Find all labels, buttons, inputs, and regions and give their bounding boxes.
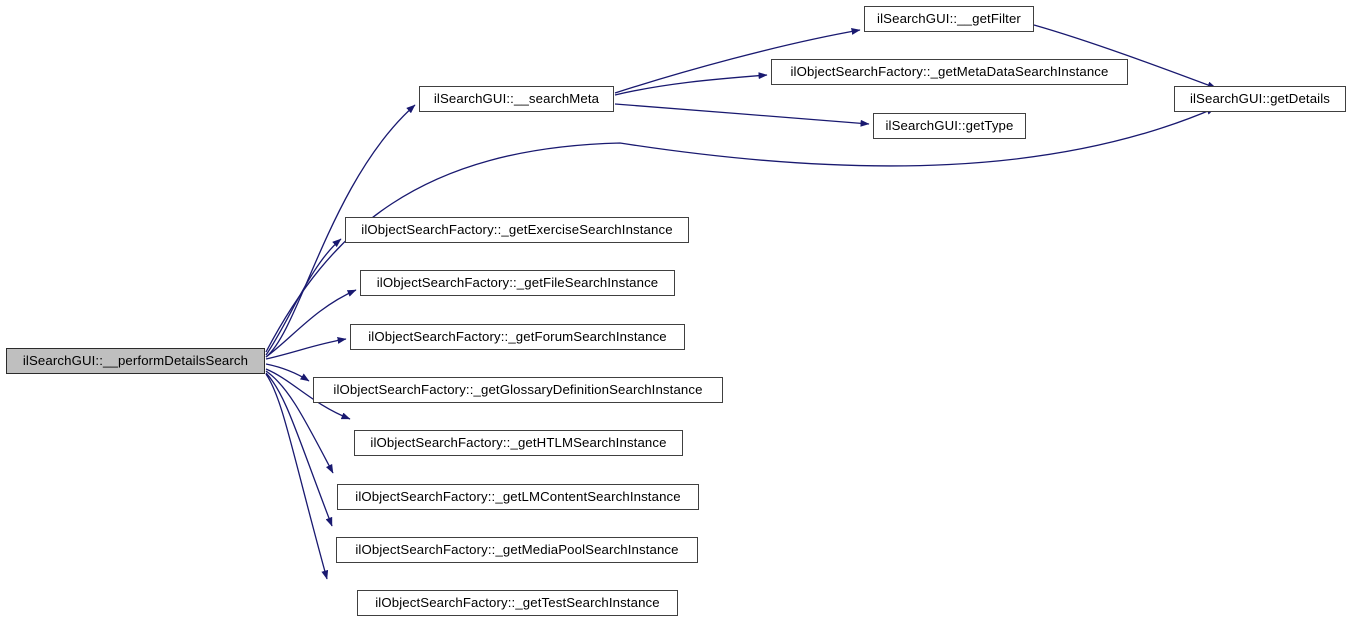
graph-node-label: ilSearchGUI::getType [885, 118, 1014, 134]
graph-node-getDetails[interactable]: ilSearchGUI::getDetails [1174, 86, 1346, 112]
graph-edge-searchMeta-to-metadata [614, 72, 768, 96]
graph-node-getGlossaryDefinitionSearchInstance[interactable]: ilObjectSearchFactory::_getGlossaryDefin… [313, 377, 723, 403]
graph-edge-searchMeta-to-getType [614, 103, 870, 127]
graph-node-label: ilObjectSearchFactory::_getMediaPoolSear… [355, 542, 679, 558]
graph-node-label: ilObjectSearchFactory::_getFileSearchIns… [376, 275, 659, 291]
graph-node-getType[interactable]: ilSearchGUI::getType [873, 113, 1026, 139]
graph-node-getLMContentSearchInstance[interactable]: ilObjectSearchFactory::_getLMContentSear… [337, 484, 699, 510]
graph-edge-root-to-file [265, 289, 357, 358]
graph-node-label: ilSearchGUI::__performDetailsSearch [22, 353, 249, 369]
graph-node-root[interactable]: ilSearchGUI::__performDetailsSearch [6, 348, 265, 374]
graph-edge-root-to-exercise [265, 238, 342, 356]
graph-node-label: ilObjectSearchFactory::_getLMContentSear… [355, 489, 681, 505]
graph-node-getFileSearchInstance[interactable]: ilObjectSearchFactory::_getFileSearchIns… [360, 270, 675, 296]
graph-node-searchMeta[interactable]: ilSearchGUI::__searchMeta [419, 86, 614, 112]
graph-node-label: ilSearchGUI::__searchMeta [433, 91, 600, 107]
graph-node-label: ilObjectSearchFactory::_getHTLMSearchIns… [370, 435, 667, 451]
graph-node-label: ilObjectSearchFactory::_getTestSearchIns… [375, 595, 660, 611]
graph-edge-root-to-forum [265, 336, 347, 360]
graph-edge-root-to-test [265, 373, 329, 580]
graph-edge-root-to-glossary [265, 363, 310, 382]
graph-node-label: ilObjectSearchFactory::_getExerciseSearc… [361, 222, 673, 238]
graph-node-getMetaDataSearchInstance[interactable]: ilObjectSearchFactory::_getMetaDataSearc… [771, 59, 1128, 85]
graph-node-getForumSearchInstance[interactable]: ilObjectSearchFactory::_getForumSearchIn… [350, 324, 685, 350]
graph-node-getFilter[interactable]: ilSearchGUI::__getFilter [864, 6, 1034, 32]
graph-node-label: ilSearchGUI::__getFilter [877, 11, 1021, 27]
graph-node-label: ilSearchGUI::getDetails [1189, 91, 1331, 107]
graph-node-getHTLMSearchInstance[interactable]: ilObjectSearchFactory::_getHTLMSearchIns… [354, 430, 683, 456]
graph-node-getTestSearchInstance[interactable]: ilObjectSearchFactory::_getTestSearchIns… [357, 590, 678, 616]
graph-node-label: ilObjectSearchFactory::_getGlossaryDefin… [333, 382, 703, 398]
graph-node-getExerciseSearchInstance[interactable]: ilObjectSearchFactory::_getExerciseSearc… [345, 217, 689, 243]
graph-node-label: ilObjectSearchFactory::_getForumSearchIn… [368, 329, 667, 345]
graph-node-getMediaPoolSearchInstance[interactable]: ilObjectSearchFactory::_getMediaPoolSear… [336, 537, 698, 563]
graph-node-label: ilObjectSearchFactory::_getMetaDataSearc… [790, 64, 1109, 80]
